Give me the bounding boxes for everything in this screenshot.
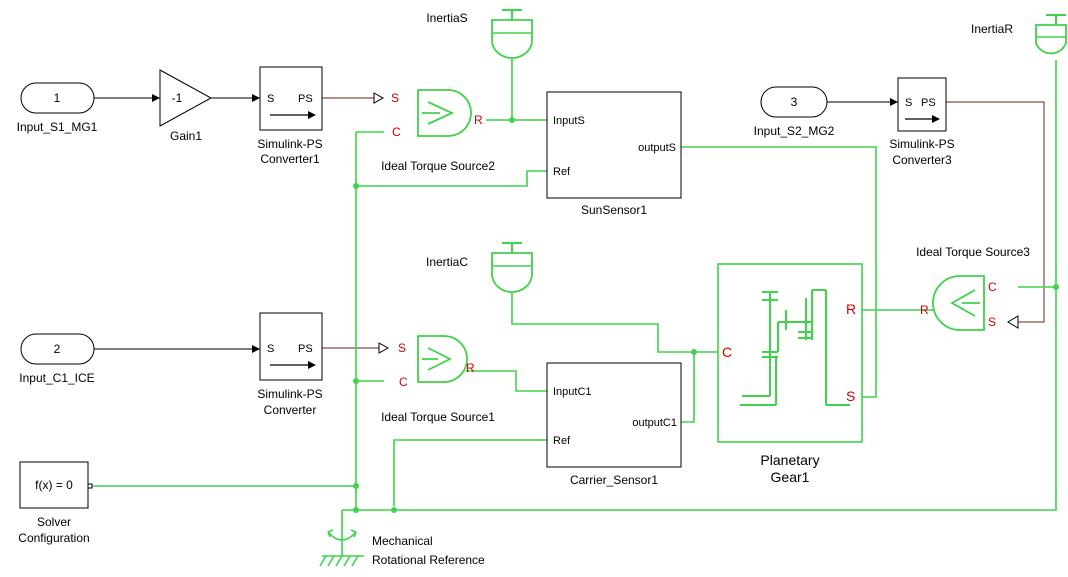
inertia-c[interactable]: InertiaC (426, 242, 533, 293)
converter-name: Simulink-PS (889, 137, 954, 151)
signal-lines (94, 94, 898, 353)
port-c: C (722, 344, 732, 360)
converter-name: Simulink-PS (257, 387, 322, 401)
port-r: R (920, 303, 929, 317)
converter-name: Simulink-PS (257, 137, 322, 151)
sun-sensor[interactable]: InputS outputS Ref SunSensor1 (546, 91, 682, 217)
ps-lines (322, 97, 1045, 349)
reference-name: Mechanical (372, 534, 433, 548)
converter-out: PS (298, 93, 313, 105)
port-r: R (846, 301, 856, 317)
sensor-output-port: outputC1 (632, 417, 677, 429)
port-s: S (391, 91, 399, 105)
sensor-ref-port: Ref (553, 166, 571, 178)
converter-name: Converter3 (892, 153, 952, 167)
inport-number: 3 (791, 95, 798, 109)
sensor-ref-port: Ref (553, 435, 571, 447)
port-r: R (466, 361, 475, 375)
converter-1[interactable]: S PS Simulink-PS Converter1 (257, 66, 323, 166)
ideal-torque-source-3[interactable]: C S R Ideal Torque Source3 (916, 245, 1030, 331)
converter-out: PS (921, 97, 936, 109)
ideal-torque-source-2[interactable]: S C R Ideal Torque Source2 (373, 89, 495, 173)
converter-name: Converter1 (260, 152, 320, 166)
sensor-name: SunSensor1 (581, 203, 647, 217)
converter-in: S (267, 343, 274, 355)
torque-source-name: Ideal Torque Source3 (916, 245, 1030, 259)
sensor-name: Carrier_Sensor1 (570, 473, 658, 487)
port-r: R (474, 113, 483, 127)
port-c: C (399, 375, 408, 389)
torque-source-name: Ideal Torque Source1 (381, 410, 495, 424)
port-s: S (846, 388, 855, 404)
physical-lines (91, 58, 1057, 540)
converter-3[interactable]: S PS Simulink-PS Converter3 (889, 77, 955, 167)
converter-out: PS (298, 343, 313, 355)
planetary-gear[interactable]: R C S Planetary Gear1 (717, 263, 863, 485)
inport-name: Input_S2_MG2 (754, 124, 835, 138)
sensor-input-port: InputC1 (553, 386, 592, 398)
solver-configuration[interactable]: f(x) = 0 Solver Configuration (18, 461, 93, 545)
inertia-name: InertiaR (971, 22, 1013, 36)
ground-icon (319, 529, 364, 567)
converter-in: S (267, 93, 274, 105)
inertia-name: InertiaS (426, 11, 467, 25)
inertia-r[interactable]: InertiaR (971, 14, 1067, 55)
carrier-sensor[interactable]: InputC1 outputC1 Ref Carrier_Sensor1 (546, 362, 682, 487)
port-c: C (392, 125, 401, 139)
gain-value: -1 (172, 91, 183, 105)
inport-3[interactable]: 3 Input_S2_MG2 (754, 86, 835, 138)
torque-source-name: Ideal Torque Source2 (381, 159, 495, 173)
converter-0[interactable]: S PS Simulink-PS Converter (257, 312, 323, 417)
junction-dots (353, 117, 1059, 513)
port-s: S (398, 341, 406, 355)
reference-name: Rotational Reference (372, 553, 485, 567)
sensor-input-port: InputS (553, 115, 585, 127)
mechanical-rotational-reference[interactable]: Mechanical Rotational Reference (319, 529, 485, 567)
planetary-name: Planetary (760, 452, 819, 468)
inport-1[interactable]: 1 Input_S1_MG1 (17, 82, 98, 134)
inport-name: Input_S1_MG1 (17, 120, 98, 134)
converter-in: S (905, 97, 912, 109)
inport-number: 2 (54, 342, 61, 356)
solver-name: Configuration (18, 531, 89, 545)
planetary-name: Gear1 (771, 469, 810, 485)
converter-name: Converter (264, 403, 317, 417)
gain-block[interactable]: -1 Gain1 (159, 69, 213, 143)
sensor-output-port: outputS (638, 142, 676, 154)
gain-name: Gain1 (170, 129, 202, 143)
inertia-s[interactable]: InertiaS (426, 9, 533, 59)
port-s: S (988, 315, 996, 329)
inport-number: 1 (54, 91, 61, 105)
inertia-name: InertiaC (426, 255, 468, 269)
gear-icon (740, 289, 850, 406)
port-c: C (988, 280, 997, 294)
solver-name: Solver (37, 515, 71, 529)
solver-expression: f(x) = 0 (35, 478, 73, 492)
inport-2[interactable]: 2 Input_C1_ICE (19, 333, 95, 385)
inport-name: Input_C1_ICE (19, 371, 94, 385)
ideal-torque-source-1[interactable]: S C R Ideal Torque Source1 (378, 335, 495, 424)
